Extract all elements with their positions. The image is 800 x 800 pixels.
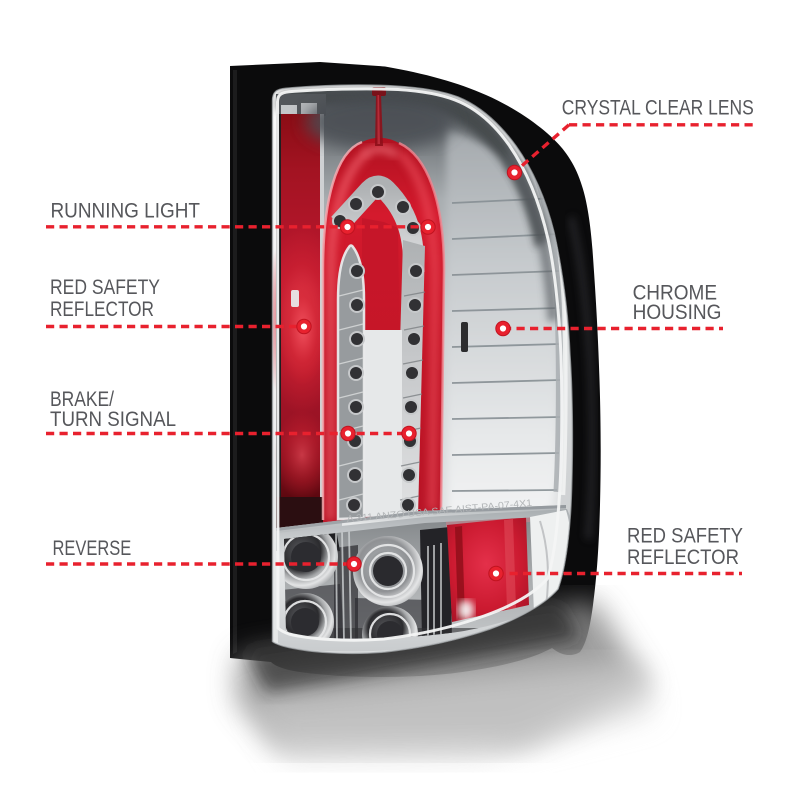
svg-text:RED SAFETY: RED SAFETY: [627, 525, 743, 548]
svg-text:REFLECTOR: REFLECTOR: [627, 546, 739, 569]
svg-text:REVERSE: REVERSE: [53, 537, 132, 560]
svg-text:CHROME: CHROME: [633, 281, 717, 304]
svg-text:BRAKE/: BRAKE/: [50, 388, 114, 411]
svg-text:REFLECTOR: REFLECTOR: [50, 298, 154, 321]
svg-text:RED SAFETY: RED SAFETY: [50, 276, 160, 299]
svg-text:CRYSTAL CLEAR LENS: CRYSTAL CLEAR LENS: [562, 97, 754, 120]
svg-text:TURN SIGNAL: TURN SIGNAL: [50, 408, 176, 431]
svg-text:HOUSING: HOUSING: [633, 301, 722, 324]
svg-text:RUNNING LIGHT: RUNNING LIGHT: [51, 200, 201, 223]
